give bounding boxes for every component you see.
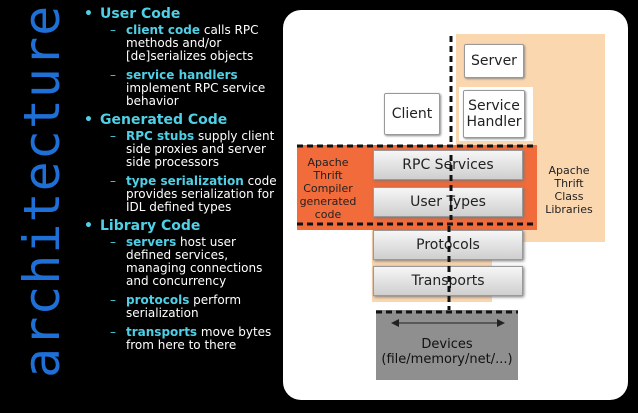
bullet-item: type serialization code provides seriali… (82, 175, 282, 214)
diagram-panel: Apache Thrift Compiler generated code Ap… (283, 10, 628, 400)
bullet-item: client code calls RPC methods and/or [de… (82, 24, 282, 63)
bullet-text: implement RPC service behavior (126, 81, 266, 108)
protocols-box: Protocols (373, 230, 523, 260)
bullet-item: protocols perform serialization (82, 294, 282, 320)
diagram-lines (297, 36, 537, 327)
bullet-keyword: service handlers (126, 68, 238, 82)
devices-label: Devices (file/memory/net/...) (381, 337, 513, 367)
arrow-head-right (497, 319, 505, 327)
compiler-label: Apache Thrift Compiler generated code (299, 155, 357, 221)
bullet-keyword: transports (126, 325, 198, 339)
section-heading: User Code (82, 7, 282, 21)
bullet-text: supply client side proxies and server si… (126, 129, 275, 169)
bullet-text: move bytes from here to there (126, 325, 272, 352)
server-box: Server (464, 44, 524, 78)
service-handler-box: Service Handler (463, 90, 525, 138)
bullet-text: host user defined services, managing con… (126, 235, 263, 288)
libraries-label: Apache Thrift Class Libraries (545, 164, 593, 216)
client-box: Client (384, 93, 440, 135)
user-types-box: User Types (373, 187, 523, 217)
section-heading: Library Code (82, 219, 282, 233)
bullet-keyword: servers (126, 235, 177, 249)
rpc-services-box: RPC Services (373, 150, 523, 180)
bullet-item: servers host user defined services, mana… (82, 236, 282, 288)
bullet-item: RPC stubs supply client side proxies and… (82, 130, 282, 169)
bullet-item: transports move bytes from here to there (82, 326, 282, 352)
bullet-keyword: protocols (126, 293, 190, 307)
bullet-keyword: RPC stubs (126, 129, 195, 143)
section-heading: Generated Code (82, 113, 282, 127)
bullet-keyword: type serialization (126, 174, 244, 188)
bullet-text: code provides serialization for IDL defi… (126, 174, 277, 214)
bullet-keyword: client code (126, 23, 201, 37)
bullet-item: service handlers implement RPC service b… (82, 69, 282, 108)
bullet-text: calls RPC methods and/or [de]serializes … (126, 23, 259, 63)
bullet-list: User Code client code calls RPC methods … (82, 7, 282, 358)
arrow-head-left (391, 319, 399, 327)
devices-region (376, 310, 518, 380)
bullet-text: perform serialization (126, 293, 242, 320)
slide-title: architecture (13, 4, 71, 378)
